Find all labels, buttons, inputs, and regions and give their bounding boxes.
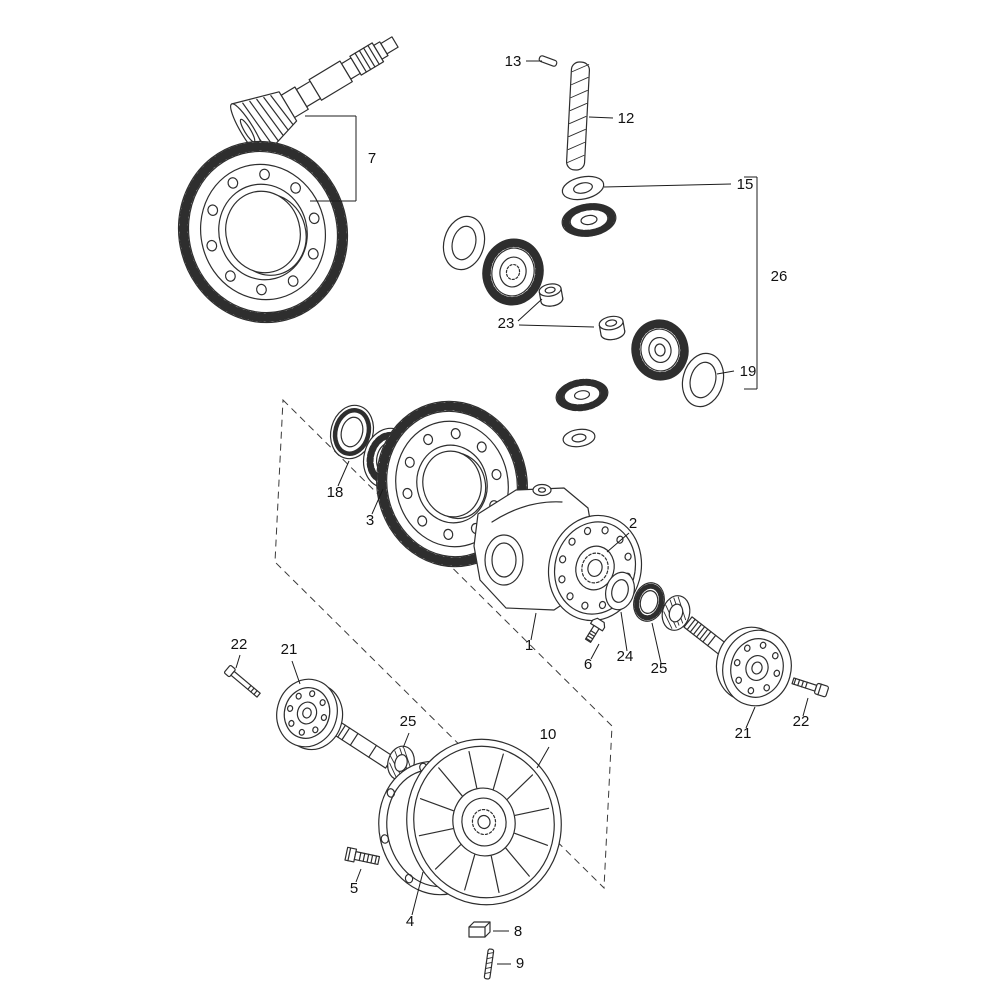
callout-label-1-10: 1 <box>525 637 533 654</box>
callout-leader-6-11-0 <box>590 643 600 660</box>
callout-label-21-14: 21 <box>735 725 752 742</box>
collar-nut-right <box>598 315 626 341</box>
callout-leader-15-2-0 <box>603 183 732 188</box>
callout-leader-23-4-0 <box>517 298 543 322</box>
finned-cover <box>406 738 562 906</box>
callout-label-26-3: 26 <box>771 268 788 285</box>
callout-leader-4-21-0 <box>411 871 424 916</box>
callout-leader-18-7-0 <box>337 460 350 487</box>
threaded-pin <box>483 948 495 980</box>
ring-gear <box>177 140 349 324</box>
spacer-block <box>468 921 491 938</box>
side-gear-upper <box>561 203 617 237</box>
output-flange-left <box>276 678 344 751</box>
differential-housing <box>473 483 643 622</box>
output-flange-right <box>715 626 792 707</box>
callout-leader-24-12-0 <box>620 611 628 652</box>
callout-label-7-6: 7 <box>368 150 376 167</box>
callout-leader-12-1-0 <box>588 116 614 119</box>
hex-bolt-6 <box>584 617 606 643</box>
dished-washer-right <box>681 352 725 408</box>
taper-bearing-right <box>661 595 691 631</box>
callout-label-21-17: 21 <box>281 641 298 658</box>
callout-leader-2-9-0 <box>606 532 630 553</box>
callout-label-8-22: 8 <box>514 923 522 940</box>
differential-pinion-shaft <box>565 61 591 171</box>
thrust-washer-15 <box>561 175 605 201</box>
callout-label-25-13: 25 <box>651 660 668 677</box>
side-cover-assembly <box>378 738 562 906</box>
side-gear-lower <box>555 378 609 412</box>
pinion-shaft <box>230 36 399 158</box>
callout-label-22-15: 22 <box>793 713 810 730</box>
lock-pin <box>538 55 558 67</box>
callout-label-22-16: 22 <box>231 636 248 653</box>
hex-bolt-5 <box>344 846 381 866</box>
callout-label-23-4: 23 <box>498 315 515 332</box>
socket-bolt-right <box>791 677 829 698</box>
callout-leader-25-13-0 <box>651 622 662 664</box>
callout-label-6-11: 6 <box>584 656 592 673</box>
assembly-group-dashed-outline <box>274 398 613 890</box>
callout-leader-19-5-0 <box>716 370 735 375</box>
thrust-washer-small <box>562 428 596 448</box>
callout-leader-21-14-0 <box>745 706 756 729</box>
callout-label-5-20: 5 <box>350 880 358 897</box>
radial-seal <box>329 404 375 460</box>
callout-label-9-23: 9 <box>516 955 524 972</box>
dished-washer-left <box>442 215 486 271</box>
callout-label-19-5: 19 <box>740 363 757 380</box>
callout-leader-10-19-0 <box>536 746 550 769</box>
long-bolt-left <box>223 664 261 698</box>
callout-leader-3-8-0 <box>371 488 384 515</box>
callout-label-13-0: 13 <box>505 53 522 70</box>
shim-ring-right <box>633 582 665 622</box>
callout-label-18-7: 18 <box>327 484 344 501</box>
callout-leader-25-18-0 <box>402 732 410 749</box>
spider-gear <box>631 319 689 381</box>
washer-24 <box>605 571 635 611</box>
callout-leader-22-15-0 <box>802 697 809 717</box>
collar-nut-left <box>538 283 564 307</box>
callout-label-2-9: 2 <box>629 515 637 532</box>
callout-leader-23-4-1 <box>518 324 595 328</box>
callout-label-25-18: 25 <box>400 713 417 730</box>
bevel-gear-large <box>482 238 544 306</box>
callout-label-3-8: 3 <box>366 512 374 529</box>
callout-leader-21-17-0 <box>291 660 301 685</box>
callout-label-12-1: 12 <box>618 110 635 127</box>
callout-leader-22-16-0 <box>235 654 241 669</box>
callout-label-4-21: 4 <box>406 913 414 930</box>
callout-label-10-19: 10 <box>540 726 557 743</box>
callout-leader-5-20-0 <box>355 868 362 883</box>
callout-label-15-2: 15 <box>737 176 754 193</box>
callout-leader-1-10-0 <box>530 612 537 641</box>
callout-label-24-12: 24 <box>617 648 634 665</box>
